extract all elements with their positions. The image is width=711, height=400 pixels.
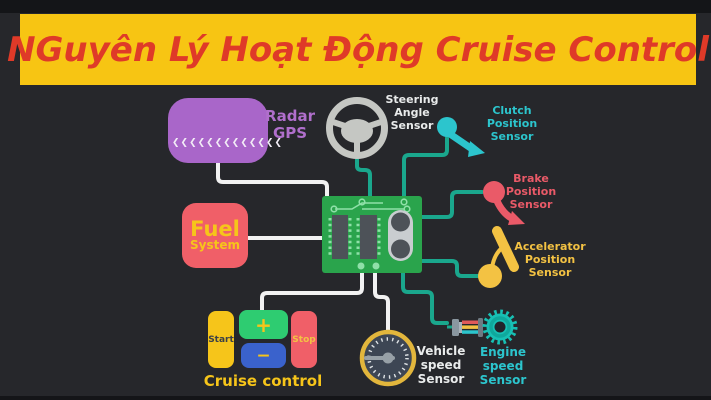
spark-plug-icon — [447, 318, 483, 337]
ecu-chip — [328, 215, 352, 259]
connector-lines-teal — [355, 136, 484, 325]
cruise-start-button: Start — [208, 311, 234, 368]
clutch-position-sensor-label: Clutch Position Sensor — [486, 104, 538, 143]
fuel-system-label: System — [190, 238, 240, 252]
cruise-stop-button: Stop — [291, 311, 317, 368]
ecu-chip — [356, 215, 381, 259]
bottom-border — [0, 396, 711, 400]
line-gps-to-ecu — [216, 161, 329, 199]
line-steering-to-ecu — [355, 157, 372, 198]
engine-speed-sensor-label: Engine speed Sensor — [479, 345, 527, 387]
accelerator-position-sensor-label: Accelerator Position Sensor — [514, 240, 586, 279]
ecu-capacitor — [388, 210, 413, 261]
top-border — [0, 0, 711, 13]
title-banner: NGuyên Lý Hoạt Động Cruise Control — [7, 14, 709, 85]
radar-wave-chevrons: ❮❮❮❮❮❮❮❮❮❮❮❮❮ — [172, 138, 284, 148]
fuel-system-box: Fuel System — [182, 203, 248, 268]
radar-gps-box — [168, 98, 268, 163]
steering-wheel-icon — [326, 97, 388, 159]
brake-position-sensor-label: Brake Position Sensor — [505, 172, 557, 211]
cruise-minus-button: − — [241, 343, 286, 368]
fuel-label: Fuel — [190, 217, 240, 241]
gear-icon — [482, 309, 518, 345]
page-title: NGuyên Lý Hoạt Động Cruise Control — [7, 29, 709, 70]
vehicle-speed-sensor-label: Vehicle speed Sensor — [416, 344, 466, 386]
line-ecu-to-engine — [401, 270, 449, 325]
steering-angle-sensor-label: Steering Angle Sensor — [385, 93, 439, 132]
cruise-control-label: Cruise control — [203, 372, 323, 390]
line-ecu-to-cruise — [260, 270, 364, 313]
line-ecu-to-clutch — [402, 136, 449, 198]
line-ecu-to-brake — [419, 190, 484, 219]
line-ecu-to-gauge — [373, 270, 390, 333]
cruise-plus-button: + — [239, 310, 288, 339]
ecu-board — [322, 196, 422, 273]
radar-gps-label: Radar GPS — [265, 107, 315, 142]
line-ecu-to-accelerator — [419, 259, 480, 278]
